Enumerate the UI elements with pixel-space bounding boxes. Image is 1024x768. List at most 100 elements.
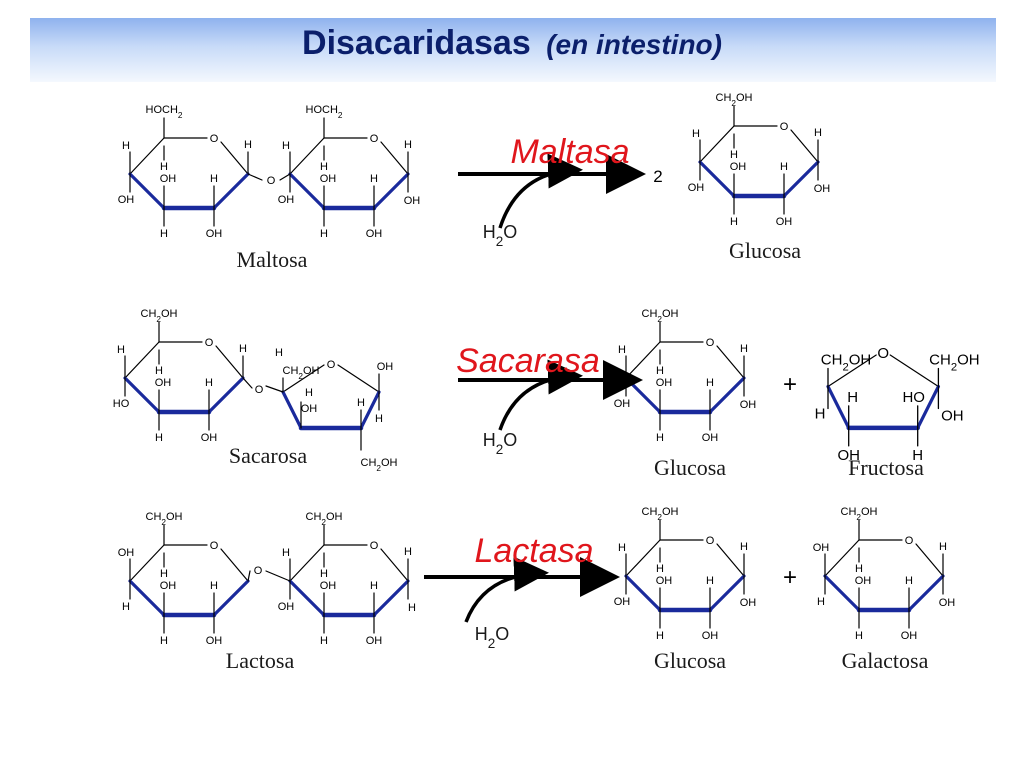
atom-label: H [847,389,858,406]
glycosidic-bond [279,173,291,181]
c5-h-label: H [160,568,168,580]
product-name-glucosa: Glucosa [654,455,726,480]
c5-h-label: H [855,563,863,575]
c3-up-label: OH [160,173,177,185]
c4-up-label: H [282,140,290,152]
c4-up-label: H [122,140,130,152]
c3-up-label: OH [320,580,337,592]
ring-bond-front [826,384,851,430]
ring-bond [827,354,877,388]
atom-label: OH [941,408,964,425]
enzyme-name-sacarasa: Sacarasa [456,342,600,380]
c4-down-label: OH [688,182,705,194]
c5-h-label: H [730,149,738,161]
c3-up-label: OH [155,377,172,389]
c3-down-label: H [730,216,738,228]
ring-oxygen: O [706,337,715,349]
ring-oxygen: O [370,133,379,145]
ring-bond [129,137,165,175]
ring-bond-front [916,384,941,430]
ring-bond-front [128,579,166,617]
ring-bond [790,129,819,163]
c2-up-label: H [370,580,378,592]
atom-label: H [357,397,365,409]
ring-bond-front [624,574,662,612]
ring-bond [124,341,160,379]
c5-h-label: H [320,161,328,173]
ring-bond [380,141,409,175]
c1-up-label: H [404,546,412,558]
c2-up-label: H [780,161,788,173]
c1-down-label: OH [404,195,421,207]
product-name-glucosa: Glucosa [654,648,726,673]
molecule-structures [123,105,945,634]
c1-up-label: H [939,541,947,553]
c1-up-label: H [239,343,247,355]
ring-bond-front [212,172,250,210]
c1-down-label: OH [740,597,757,609]
glycosidic-bond [242,377,253,389]
c2-down-label: OH [702,630,719,642]
glycosidic-bond [247,570,251,582]
ring-bond [699,125,735,163]
c2-down-label: OH [366,228,383,240]
c2-down-label: OH [702,432,719,444]
ring-bond-front [782,160,820,198]
c2-up-label: H [205,377,213,389]
c5-h-label: H [155,365,163,377]
c2-up-label: H [210,173,218,185]
ring-bond [337,364,380,393]
ch2oh-group: CH2OH [642,506,679,522]
atom-label: OH [301,403,318,415]
ring-bond [625,341,661,379]
ring-bond-front [207,376,245,414]
ring-bond-front [123,376,161,414]
c2-down-label: OH [901,630,918,642]
ring-bond-front [359,390,381,430]
ring-bond [824,539,860,577]
c1-up-label: H [740,343,748,355]
c2-up-label: H [905,575,913,587]
hoch2-group: HOCH2 [146,104,183,120]
c5-h-label: H [160,161,168,173]
c2-down-label: OH [776,216,793,228]
ch2oh-group: CH2OH [141,308,178,324]
glycosidic-oxygen: O [255,384,264,396]
ring-oxygen: O [706,535,715,547]
ring-bond-front [212,579,250,617]
ring-bond-front [907,574,945,612]
atom-label: H [305,387,313,399]
ring-bond [889,354,940,388]
c2-up-label: H [706,575,714,587]
ring-bond-front [708,376,746,414]
product-name-glucosa: Glucosa [729,238,801,263]
water-arrow [498,359,583,431]
product-name-fructosa: Fructosa [848,455,924,480]
c1-up-label: H [740,541,748,553]
c2-up-label: H [706,377,714,389]
product-name-galactosa: Galactosa [842,648,929,673]
c1-down-label: OH [740,399,757,411]
c3-up-label: OH [656,575,673,587]
ring-bond [289,137,325,175]
ring-bond-front [372,579,410,617]
c1-down-label: OH [814,183,831,195]
atom-label: H [912,447,923,464]
c3-up-label: OH [160,580,177,592]
c3-down-label: H [855,630,863,642]
c5-h-label: H [656,563,664,575]
c1-up-label: H [404,139,412,151]
ch2oh-group: CH2OH [929,352,979,374]
glycosidic-oxygen: O [254,565,263,577]
ring-oxygen: O [905,535,914,547]
ring-bond [220,548,249,582]
enzyme-name-maltasa: Maltasa [510,133,629,171]
c3-up-label: OH [656,377,673,389]
ring-oxygen: O [780,121,789,133]
c1-up-label: H [244,139,252,151]
c4-up-label: H [282,547,290,559]
c4-up-label: OH [118,547,135,559]
water-arrow [498,153,583,229]
c3-down-label: H [320,228,328,240]
